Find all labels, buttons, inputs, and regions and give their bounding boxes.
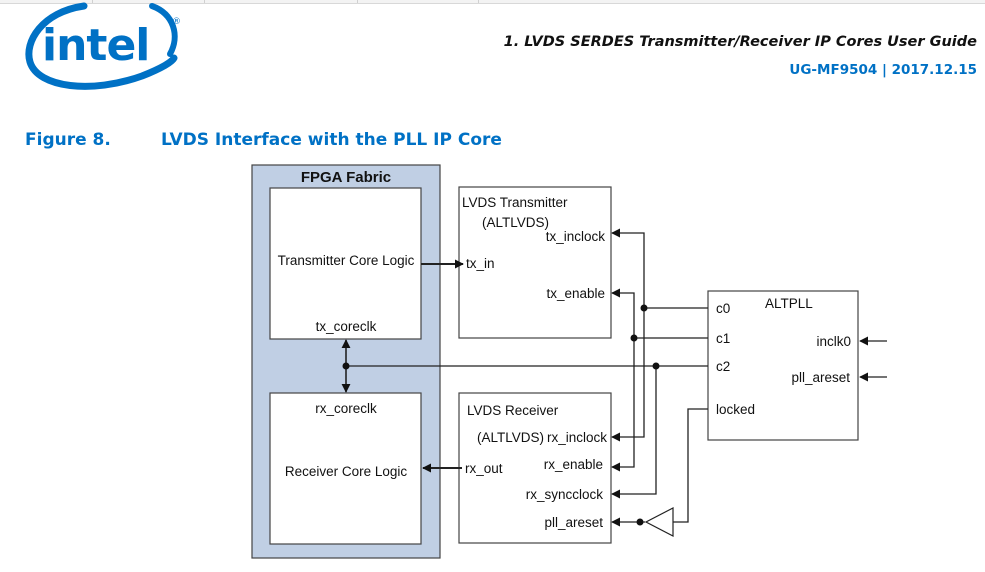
lvds-transmitter-subtitle: (ALTLVDS) xyxy=(482,215,549,230)
rx-inclock-port: rx_inclock xyxy=(547,430,607,445)
transmitter-core-logic-label: Transmitter Core Logic xyxy=(278,253,415,268)
document-id: UG-MF9504 | 2017.12.15 xyxy=(789,62,977,78)
receiver-core-logic-label: Receiver Core Logic xyxy=(285,464,408,479)
tx-coreclk-port: tx_coreclk xyxy=(316,319,377,334)
fpga-fabric-title: FPGA Fabric xyxy=(301,169,391,186)
wire-c1-to-tx-enable xyxy=(611,288,708,339)
tx-enable-port: tx_enable xyxy=(546,286,605,301)
inverter-buffer-icon xyxy=(644,507,674,537)
lvds-transmitter-title: LVDS Transmitter xyxy=(462,195,568,210)
inclk0-port: inclk0 xyxy=(816,334,851,349)
lvds-transmitter-block: LVDS Transmitter (ALTLVDS) tx_in tx_incl… xyxy=(458,186,612,339)
intel-logo: intel ® xyxy=(25,2,181,90)
rx-out-port: rx_out xyxy=(465,461,503,476)
intel-logo-swoosh-top-icon xyxy=(149,3,178,57)
junction-dot-inverter xyxy=(636,518,644,526)
tx-in-port: tx_in xyxy=(466,256,495,271)
junction-dot-coreclk xyxy=(342,362,350,370)
junction-dot-c1 xyxy=(630,334,638,342)
wire-c2-to-rx-syncclock xyxy=(611,366,657,499)
wire-c1-to-rx-enable xyxy=(611,338,635,472)
junction-dot-c2 xyxy=(652,362,660,370)
altpll-block: ALTPLL c0 c1 c2 locked inclk0 pll_areset xyxy=(707,290,859,441)
locked-port: locked xyxy=(716,402,755,417)
wire-locked-to-inverter xyxy=(673,408,708,523)
lvds-receiver-title: LVDS Receiver xyxy=(467,403,559,418)
top-edge-strip xyxy=(0,0,985,4)
wire-c0-to-rx-inclock xyxy=(611,308,645,442)
intel-logo-swoosh-icon xyxy=(25,2,178,90)
altpll-title: ALTPLL xyxy=(765,296,813,311)
figure-title: LVDS Interface with the PLL IP Core xyxy=(161,130,502,150)
c2-port: c2 xyxy=(716,359,730,374)
rx-syncclock-port: rx_syncclock xyxy=(526,487,604,502)
wire-c0-to-tx-inclock xyxy=(611,228,708,309)
receiver-core-logic-block: rx_coreclk Receiver Core Logic xyxy=(269,392,422,545)
figure-number: Figure 8. xyxy=(25,130,111,150)
rx-coreclk-port: rx_coreclk xyxy=(315,401,377,416)
rx-pll-areset-port: pll_areset xyxy=(544,515,603,530)
lvds-receiver-subtitle: (ALTLVDS) xyxy=(477,430,544,445)
lvds-receiver-block: LVDS Receiver (ALTLVDS) rx_out rx_incloc… xyxy=(458,392,612,544)
c0-port: c0 xyxy=(716,301,730,316)
intel-logo-wordmark: intel xyxy=(42,20,149,71)
document-title: 1. LVDS SERDES Transmitter/Receiver IP C… xyxy=(503,34,977,50)
transmitter-core-logic-block: Transmitter Core Logic tx_coreclk xyxy=(269,187,422,340)
junction-dot-c0 xyxy=(640,304,648,312)
tx-inclock-port: tx_inclock xyxy=(546,229,606,244)
registered-mark: ® xyxy=(172,17,181,27)
rx-enable-port: rx_enable xyxy=(544,457,603,472)
c1-port: c1 xyxy=(716,331,730,346)
altpll-pll-areset-port: pll_areset xyxy=(791,370,850,385)
